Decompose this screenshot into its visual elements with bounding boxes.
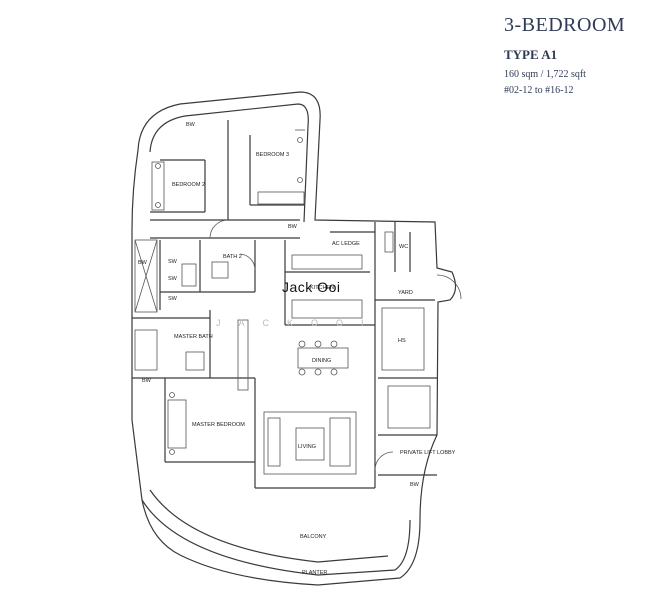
- label-bw-top: BW: [186, 122, 196, 128]
- label-kitchen: KITCHEN: [310, 285, 334, 291]
- label-bw-left: BW: [138, 260, 148, 266]
- plan-header: 3-BEDROOM TYPE A1 160 sqm / 1,722 sqft #…: [504, 14, 644, 96]
- unit-area: 160 sqm / 1,722 sqft: [504, 69, 586, 80]
- label-living: LIVING: [298, 444, 316, 450]
- watermark-faint: JACKOOI: [216, 318, 382, 328]
- label-balcony: BALCONY: [300, 534, 327, 540]
- label-master-bath: MASTER BATH: [174, 334, 213, 340]
- label-bedroom3: BEDROOM 3: [256, 152, 289, 158]
- outer-walls: [131, 91, 457, 586]
- label-bedroom2: BEDROOM 2: [172, 182, 205, 188]
- label-master-bedroom: MASTER BEDROOM: [192, 422, 245, 428]
- label-sw-3: SW: [168, 296, 178, 302]
- unit-range: #02-12 to #16-12: [504, 85, 574, 96]
- label-hs: HS: [398, 338, 406, 344]
- label-bw-mid: BW: [288, 224, 298, 230]
- fixtures: [134, 129, 462, 475]
- label-sw-2: SW: [168, 276, 178, 282]
- label-bath2: BATH 2: [223, 254, 242, 260]
- label-sw-1: SW: [168, 259, 178, 265]
- label-dining: DINING: [312, 358, 331, 364]
- label-private-lift-lobby: PRIVATE LIFT LOBBY: [400, 450, 456, 456]
- label-yard: YARD: [398, 290, 413, 296]
- label-bw-lower: BW: [142, 378, 152, 384]
- unit-title: 3-BEDROOM: [504, 14, 626, 36]
- label-wc: WC: [399, 244, 408, 250]
- label-ac-ledge: AC LEDGE: [332, 241, 360, 247]
- watermark-name: Jack Ooi: [282, 279, 341, 295]
- label-bw-right: BW: [410, 482, 420, 488]
- label-planter: PLANTER: [302, 570, 327, 576]
- unit-type: TYPE A1: [504, 47, 558, 62]
- room-labels: BW BEDROOM 3 BEDROOM 2 BW SW BATH 2 AC L…: [138, 122, 456, 576]
